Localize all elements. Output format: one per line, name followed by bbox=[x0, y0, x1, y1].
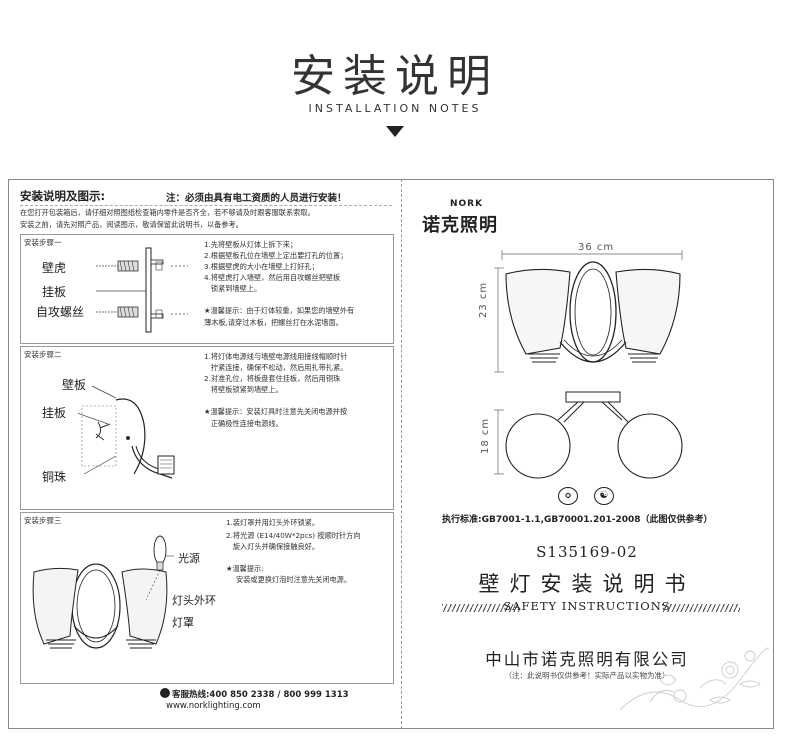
step-3-title: 安装步骤三 bbox=[24, 516, 62, 525]
instruction-sheet bbox=[8, 179, 774, 729]
product-drawing bbox=[494, 250, 683, 479]
step-3-box bbox=[20, 512, 394, 684]
down-arrow-icon bbox=[386, 126, 404, 137]
step-1-title: 安装步骤一 bbox=[24, 238, 62, 247]
fold-line bbox=[401, 179, 402, 729]
hatch-left bbox=[442, 604, 520, 612]
label-light-source: 光源 bbox=[178, 552, 200, 565]
step-1-instruction: 3.根据壁虎的大小在墙壁上打好孔； bbox=[204, 262, 319, 271]
label-wall-plate: 壁板 bbox=[62, 378, 87, 392]
step-3-instruction: 2.将光源 (E14/40W*2pcs) 按顺时针方向 bbox=[226, 531, 361, 540]
dim-width: 36 cm bbox=[578, 242, 615, 253]
left-heading: 安装说明及图示: bbox=[20, 189, 106, 203]
step-3-instruction: 1.装灯罩并用灯头外环锁紧。 bbox=[226, 518, 320, 527]
safety-title: SAFETY INSTRUCTIONS bbox=[503, 599, 671, 613]
step-2-instruction: 2.对准孔位，将板盘套住挂板，然后用铜珠 bbox=[204, 374, 341, 383]
label-self-tapping-screw: 自攻螺丝 bbox=[36, 305, 85, 319]
step-1-tip: ★温馨提示：由于灯体较重，如果您的墙壁外有 bbox=[204, 306, 355, 315]
website[interactable]: www.norklighting.com bbox=[166, 701, 261, 711]
product-title: 壁灯安装说明书 bbox=[478, 572, 696, 596]
step-2-instruction: 将壁板锁紧到墙壁上。 bbox=[204, 385, 283, 394]
step-1-tip: 薄木板,请穿过木板，把螺丝打在水泥墙面。 bbox=[204, 318, 343, 327]
intro-line-2: 安装之前，请先对照产品，阅读图示，敬请保留此说明书，以备参考。 bbox=[20, 220, 243, 229]
dim-height: 23 cm bbox=[478, 281, 489, 318]
step-3-tip: 安装或更换灯泡时注意先关闭电源。 bbox=[236, 575, 352, 584]
page-title: 安装说明 bbox=[291, 51, 499, 102]
floral-decoration bbox=[619, 647, 769, 711]
step-2-instruction: 拧紧连接，确保不松动，然后用扎带扎紧。 bbox=[204, 363, 348, 372]
phone-icon bbox=[160, 688, 170, 698]
page-subtitle: INSTALLATION NOTES bbox=[308, 102, 482, 115]
label-copper-bead: 铜珠 bbox=[42, 470, 67, 484]
brand-name-en: NORK bbox=[450, 199, 484, 209]
step-1-instruction: 1.先将壁板从灯体上拆下来； bbox=[204, 240, 298, 249]
disclaimer-note: （注：此说明书仅供参考！实际产品以实物为准） bbox=[504, 671, 670, 680]
ccc-cert-icon: ✪ bbox=[558, 487, 578, 505]
label-mount-plate: 挂板 bbox=[42, 285, 67, 299]
service-hotline: 客服热线:400 850 2338 / 800 999 1313 bbox=[172, 690, 349, 700]
intro-line-1: 在您打开包装箱后，请仔细对照图纸检查箱内零件是否齐全，若不够请及时跟客服联系索取… bbox=[20, 208, 315, 217]
energy-cert-icon: ☯ bbox=[594, 487, 614, 505]
label-lamp-holder-ring: 灯头外环 bbox=[172, 594, 216, 607]
step-3-diagram bbox=[32, 535, 174, 649]
company-name: 中山市诺克照明有限公司 bbox=[485, 650, 689, 669]
step-2-diagram bbox=[78, 385, 175, 479]
hatch-right bbox=[662, 604, 740, 612]
label-mount-plate: 挂板 bbox=[42, 406, 67, 420]
brand-logo: 诺克照明 bbox=[422, 215, 498, 236]
step-2-box bbox=[20, 346, 394, 510]
label-lamp-shade: 灯罩 bbox=[172, 616, 194, 629]
step-1-instruction: 4.将壁虎打入墙壁，然后用自攻螺丝把壁板 bbox=[204, 273, 341, 282]
step-1-diagram bbox=[96, 247, 188, 333]
step-2-tip: ★温馨提示：安装灯具时注意先关闭电源并按 bbox=[204, 407, 348, 416]
step-1-instruction: 锁紧到墙壁上。 bbox=[204, 284, 262, 293]
step-2-instruction: 1.将灯体电源线与墙壁电源线用接线帽顺时针 bbox=[204, 352, 348, 361]
dim-depth: 18 cm bbox=[480, 417, 491, 454]
step-1-instruction: 2.根据壁板孔位在墙壁上定出要打孔的位置； bbox=[204, 251, 348, 260]
warning-text: 注：必须由具有电工资质的人员进行安装！ bbox=[166, 193, 347, 204]
standard-text: 执行标准:GB7001-1.1,GB70001.201-2008（此图仅供参考） bbox=[442, 515, 713, 525]
step-1-box bbox=[20, 234, 394, 344]
divider bbox=[20, 205, 392, 206]
label-wall-anchor: 壁虎 bbox=[42, 261, 67, 275]
step-2-title: 安装步骤二 bbox=[24, 350, 62, 359]
model-number: S135169-02 bbox=[536, 543, 638, 561]
step-2-tip: 正确极性连接电源线。 bbox=[204, 419, 283, 428]
step-3-tip-title: ★温馨提示: bbox=[226, 564, 264, 573]
step-3-instruction: 旋入灯头并确保接触良好。 bbox=[226, 542, 320, 551]
